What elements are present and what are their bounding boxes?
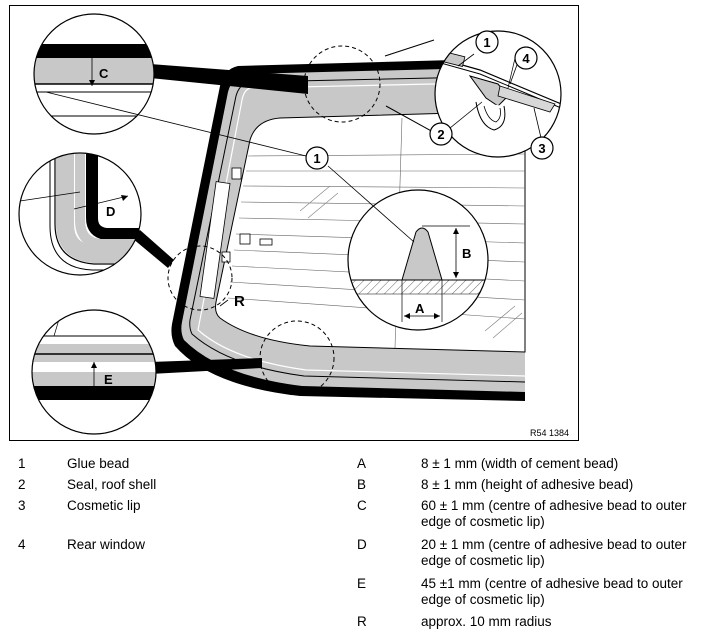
legend-letter: A <box>357 456 367 471</box>
callout-3: 3 <box>530 136 554 160</box>
callout-1-top: 1 <box>475 30 499 54</box>
terminal-block <box>259 238 273 246</box>
label-b: B <box>462 246 471 261</box>
legend-letter: D <box>357 537 367 552</box>
svg-text:1: 1 <box>483 35 490 50</box>
legend-text: Seal, roof shell <box>67 477 157 492</box>
detail-bead-section <box>348 190 488 330</box>
legend-text: 60 ± 1 mm (centre of adhesive bead to ou… <box>421 498 687 513</box>
legend-text: 8 ± 1 mm (width of cement bead) <box>421 456 619 471</box>
detail-c <box>34 14 154 134</box>
legend-letter: B <box>357 477 367 492</box>
legend-text-cont: edge of cosmetic lip) <box>421 553 545 568</box>
figure-reference: R54 1384 <box>530 428 569 438</box>
label-r: R <box>234 293 245 310</box>
rear-window-drawing: 1 4 2 3 1 C D E R A B R54 1384 <box>18 13 569 438</box>
svg-text:3: 3 <box>538 141 545 156</box>
detail-markers <box>167 45 381 396</box>
legend-letter: R <box>357 614 367 629</box>
detail-seal-section <box>435 31 561 157</box>
connector-strip <box>199 181 231 299</box>
terminal-block <box>221 251 231 263</box>
legend-text: 8 ± 1 mm (height of adhesive bead) <box>421 477 634 492</box>
svg-text:4: 4 <box>522 51 530 66</box>
legend-num: 3 <box>18 498 26 513</box>
callout-4: 4 <box>514 46 538 70</box>
legend-text: Glue bead <box>67 456 130 471</box>
legend-text: Cosmetic lip <box>67 498 141 513</box>
legend-letter: C <box>357 498 367 513</box>
legend-text: approx. 10 mm radius <box>421 614 552 629</box>
label-d: D <box>106 204 115 219</box>
glass-reflection <box>299 185 523 339</box>
label-a: A <box>415 301 425 316</box>
svg-text:1: 1 <box>313 151 320 166</box>
legend-num: 2 <box>18 477 26 492</box>
callout-1-center: 1 <box>305 146 329 170</box>
legend-text: 45 ±1 mm (centre of adhesive bead to out… <box>421 576 683 591</box>
callout-2: 2 <box>429 122 453 146</box>
svg-text:2: 2 <box>437 127 444 142</box>
legend-num: 1 <box>18 456 26 471</box>
label-c: C <box>99 66 109 81</box>
detail-connectors <box>132 64 308 374</box>
legend-text-cont: edge of cosmetic lip) <box>421 592 545 607</box>
technical-illustration: 1 4 2 3 1 C D E R A B R54 1384 <box>9 5 579 441</box>
legend-text: Rear window <box>67 537 146 552</box>
terminal-block <box>239 233 251 245</box>
terminal-block <box>231 167 242 180</box>
detail-d <box>19 153 141 275</box>
legend-num: 4 <box>18 537 26 552</box>
label-e: E <box>104 372 113 387</box>
detail-e <box>32 310 156 434</box>
leader-lines <box>45 53 543 307</box>
legend-letter: E <box>357 576 367 591</box>
legend-text-cont: edge of cosmetic lip) <box>421 514 545 529</box>
legend-text: 20 ± 1 mm (centre of adhesive bead to ou… <box>421 537 687 552</box>
